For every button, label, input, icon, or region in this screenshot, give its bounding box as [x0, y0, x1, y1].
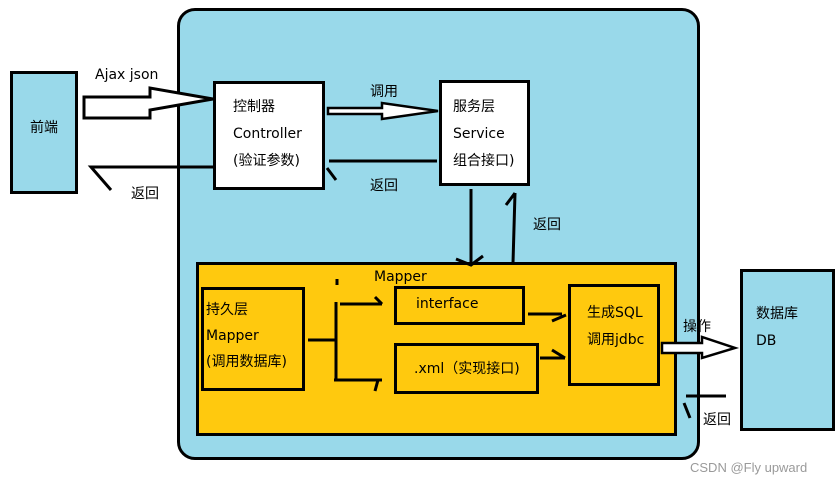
controller-name: Controller: [233, 126, 302, 142]
return-frontend-label: 返回: [131, 186, 159, 202]
frontend-label: 前端: [30, 120, 58, 136]
persistence-note: (调用数据库): [206, 354, 287, 370]
service-name: Service: [453, 126, 505, 142]
frontend-box: 前端: [10, 71, 78, 194]
service-note: 组合接口): [453, 153, 515, 169]
service-title: 服务层: [453, 99, 495, 115]
return-controller-label: 返回: [370, 178, 398, 194]
controller-title: 控制器: [233, 99, 275, 115]
controller-note: (验证参数): [233, 153, 300, 169]
interface-label: interface: [416, 296, 479, 312]
sql-box: 生成SQL 调用jdbc: [568, 284, 660, 386]
ajax-json-label: Ajax json: [95, 67, 159, 83]
operate-label: 操作: [683, 319, 711, 335]
call-label: 调用: [370, 84, 398, 100]
persistence-box: 持久层 Mapper (调用数据库): [201, 287, 305, 391]
sql-line1: 生成SQL: [587, 305, 643, 321]
return-service-label: 返回: [533, 217, 561, 233]
database-name: DB: [756, 333, 777, 349]
xml-box: .xml（实现接口): [394, 343, 539, 394]
interface-box: interface: [394, 286, 525, 325]
sql-line2: 调用jdbc: [587, 332, 645, 348]
controller-box: 控制器 Controller (验证参数): [213, 81, 325, 190]
return-db-label: 返回: [703, 412, 731, 428]
database-box: 数据库 DB: [740, 269, 835, 431]
service-box: 服务层 Service 组合接口): [439, 80, 530, 186]
persistence-title: 持久层: [206, 302, 248, 318]
persistence-name: Mapper: [206, 328, 259, 344]
xml-label: .xml（实现接口): [414, 361, 520, 377]
mapper-group-title: Mapper: [374, 269, 427, 285]
database-title: 数据库: [756, 306, 798, 322]
watermark: CSDN @Fly upward: [690, 460, 808, 475]
